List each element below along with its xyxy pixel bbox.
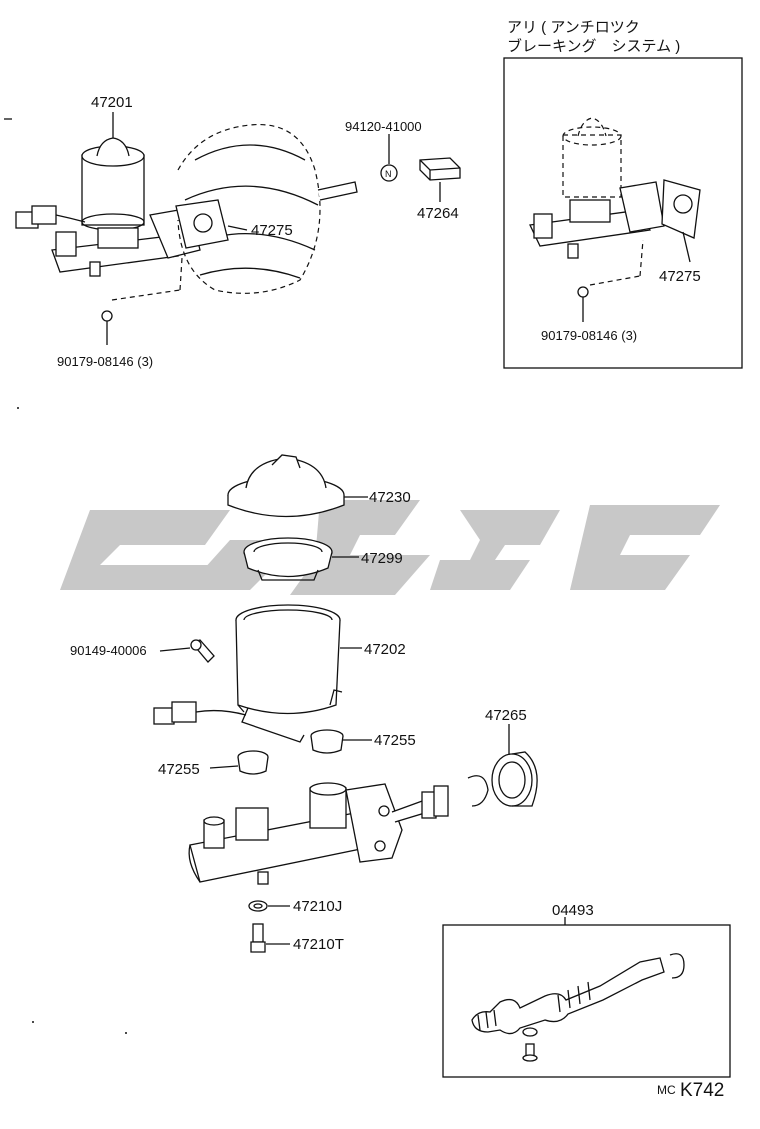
part-label-90149: 90149-40006 bbox=[70, 643, 147, 658]
part-label-47201: 47201 bbox=[91, 94, 133, 111]
bolt-47210T bbox=[250, 923, 266, 953]
inset-title-line-2: ブレーキング システム ) bbox=[507, 37, 680, 55]
part-label-90179-b: 90179-08146 (3) bbox=[541, 328, 637, 343]
part-label-47230: 47230 bbox=[369, 489, 411, 506]
corner-mark-prefix: MC bbox=[657, 1083, 676, 1097]
strainer-47299 bbox=[243, 537, 333, 581]
part-label-47264: 47264 bbox=[417, 205, 459, 222]
abs-inset-box: アリ ( アンチロツク ブレーキング システム ) bbox=[503, 19, 743, 369]
washer-47210J bbox=[248, 900, 268, 912]
part-label-47265: 47265 bbox=[485, 707, 527, 724]
seal-47265 bbox=[491, 751, 538, 807]
snap-ring bbox=[467, 775, 489, 807]
part-label-47210T: 47210T bbox=[293, 936, 344, 953]
screw-90149 bbox=[190, 639, 215, 663]
part-label-90179-a: 90179-08146 (3) bbox=[57, 354, 153, 369]
part-label-94120: 94120-41000 bbox=[345, 119, 422, 134]
inset-title-line-1: アリ ( アンチロツク bbox=[507, 19, 640, 36]
level-switch-connector bbox=[153, 701, 247, 725]
part-label-47275-a: 47275 bbox=[251, 222, 293, 239]
part-label-04493: 04493 bbox=[552, 902, 594, 919]
part-label-47202: 47202 bbox=[364, 641, 406, 658]
grommet-47255-a bbox=[310, 729, 344, 754]
grommet-47255-b bbox=[237, 750, 269, 775]
master-cylinder-assembly bbox=[15, 123, 358, 345]
part-label-47275-b: 47275 bbox=[659, 268, 701, 285]
watermark-logo bbox=[60, 500, 720, 595]
part-label-47255-a: 47255 bbox=[374, 732, 416, 749]
clip-47264 bbox=[419, 157, 461, 181]
nut-marker-label: N bbox=[385, 169, 392, 179]
reservoir-cap-47230 bbox=[227, 454, 345, 518]
reservoir-47202 bbox=[235, 604, 343, 743]
part-label-47210J: 47210J bbox=[293, 898, 342, 915]
part-label-47255-b: 47255 bbox=[158, 761, 200, 778]
repair-kit-box-04493 bbox=[442, 917, 731, 1078]
master-cylinder-body bbox=[188, 782, 449, 885]
corner-mark-code: K742 bbox=[680, 1080, 724, 1101]
part-label-47299: 47299 bbox=[361, 550, 403, 567]
nut-icon bbox=[380, 164, 398, 182]
